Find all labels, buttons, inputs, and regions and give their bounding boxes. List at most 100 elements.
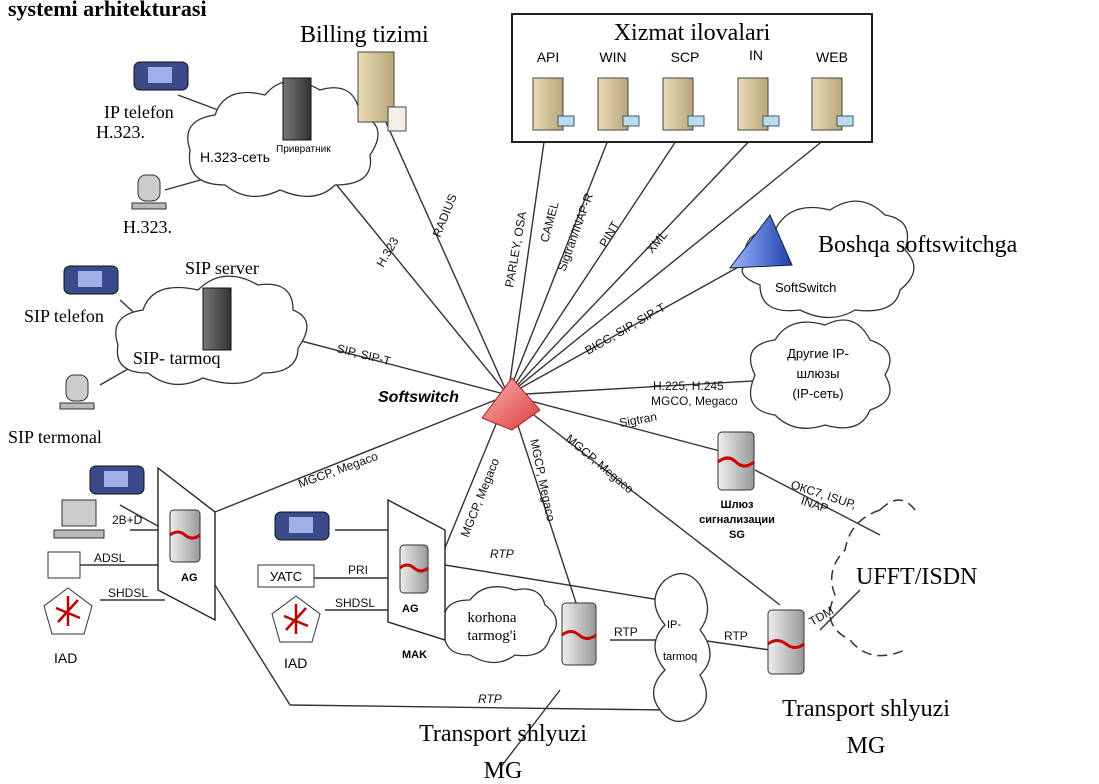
uatc-box	[257, 564, 315, 588]
link-label-tdm: TDM	[807, 603, 837, 628]
h323-pc-icon	[131, 174, 167, 210]
link-label-xml: XML	[644, 228, 671, 256]
links	[80, 94, 881, 769]
mak-label: MAK	[402, 649, 427, 661]
link-label-sigtran: Sigtran	[618, 410, 658, 430]
link-label-mgcp-ag2: MGCP, Megaco	[458, 456, 502, 539]
transport-gw-left-icon	[561, 602, 597, 666]
server-label-web: WEB	[816, 49, 848, 65]
sip-terminal-label: SIP termonal	[8, 427, 102, 447]
server-label-win: WIN	[599, 49, 626, 65]
link-label-pri: PRI	[348, 563, 368, 577]
sip-terminal-icon	[59, 374, 95, 410]
other-gw-line3: (IP-сеть)	[792, 386, 843, 401]
transport-gw-right-line2: MG	[847, 733, 886, 759]
service-box-title: Xizmat ilovalari	[614, 20, 771, 46]
link-label-sip: SIP, SIP-T	[335, 341, 393, 368]
ag1-label: AG	[181, 572, 198, 584]
link-label-bicc: BICC, SIP, SIP-T	[583, 300, 669, 358]
iad1-label: IAD	[54, 650, 77, 666]
sip-phone-icon	[63, 265, 119, 295]
other-gw-line2: шлюзы	[796, 366, 839, 381]
ip-net-line2: tarmoq	[663, 651, 697, 663]
softswitch-core-icon	[481, 377, 541, 431]
remote-softswitch-label: Boshqa softswitchga	[818, 232, 1018, 258]
pstn-cloud	[829, 499, 916, 657]
ip-phone-icon	[133, 61, 189, 91]
link-label-mgco: MGCO, Megaco	[651, 394, 738, 408]
link-label-rtp-top: RTP	[490, 547, 514, 561]
win-server	[597, 77, 640, 131]
transport-gw-right-line1: Transport shlyuzi	[782, 696, 950, 722]
link-label-2bd: 2B+D	[112, 513, 143, 527]
web-server	[811, 77, 854, 131]
gatekeeper-label: Привратник	[276, 144, 331, 155]
enterprise-cloud	[443, 586, 557, 664]
access-phone-icon-1	[89, 465, 145, 495]
sg-line3: SG	[729, 529, 745, 541]
ip-phone-proto: H.323.	[96, 122, 145, 142]
link-label-pint: PINT	[596, 218, 622, 249]
link-label-adsl: ADSL	[94, 551, 126, 565]
sip-network-label: SIP- tarmoq	[133, 348, 221, 368]
remote-softswitch-icon	[728, 214, 793, 269]
enterprise-line1: korhona	[467, 610, 516, 626]
link-label-shdsl1: SHDSL	[108, 586, 148, 600]
server-label-api: API	[537, 49, 560, 65]
link-label-rtp-mid: RTP	[614, 625, 638, 639]
sg-line2: сигнализации	[699, 514, 775, 526]
uatc-label: УАТС	[270, 569, 302, 584]
api-server	[532, 77, 575, 131]
in-server	[737, 77, 780, 131]
gatekeeper-icon	[282, 77, 312, 141]
ag2-frame	[387, 498, 446, 641]
iad1-icon	[43, 587, 93, 635]
link-label-h323: H.323	[373, 234, 401, 269]
adsl-modem-icon	[47, 551, 81, 579]
billing-label: Billing tizimi	[300, 22, 429, 48]
ip-net-line1: IP-	[667, 619, 681, 631]
sip-server-label: SIP server	[185, 258, 259, 278]
link-label-rtp-bottom: RTP	[478, 692, 502, 706]
signalling-gateway-icon	[717, 431, 755, 491]
sg-line1: Шлюз	[721, 499, 754, 511]
iad2-label: IAD	[284, 655, 307, 671]
other-gw-line1: Другие IP-	[787, 346, 849, 361]
transport-gw-left-line2: MG	[484, 758, 523, 784]
pstn-label: UFFT/ISDN	[856, 564, 977, 590]
other-gateways-cloud	[749, 319, 891, 429]
link-label-h225: H.225, H.245	[653, 379, 724, 393]
h323-network-label: H.323-сеть	[200, 149, 270, 165]
ag2-label: AG	[402, 603, 419, 615]
server-label-in: IN	[749, 47, 763, 63]
server-label-scp: SCP	[671, 49, 700, 65]
header-title-fragment: systemi arhitekturasi	[8, 0, 207, 21]
ag1-frame	[157, 466, 216, 622]
softswitch-core-label: Softswitch	[378, 389, 459, 406]
link-label-radius: RADIUS	[430, 192, 460, 239]
link-label-mgcp-mg1: MGCP, Megaco	[527, 438, 558, 523]
ip-phone-label: IP telefon	[104, 102, 174, 122]
scp-server	[662, 77, 705, 131]
link-label-shdsl2: SHDSL	[335, 596, 375, 610]
ip-cloud	[653, 573, 711, 722]
link-label-sigtran-inap: Sigtran/INAP-R	[555, 191, 596, 273]
sip-server-icon	[202, 287, 232, 351]
access-phone-icon-2	[274, 511, 330, 541]
h323-pc-label: H.323.	[123, 217, 172, 237]
link-label-mgcp-mg2: MGCP, Megaco	[563, 432, 636, 497]
link-label-rtp-right: RTP	[724, 629, 748, 643]
sip-phone-label: SIP telefon	[24, 306, 104, 326]
iad2-icon	[271, 595, 321, 643]
billing-server	[357, 51, 407, 132]
remote-softswitch-cloud-label: SoftSwitch	[775, 280, 836, 295]
app-servers: API WIN SCP IN WEB	[532, 47, 854, 131]
transport-gw-left-line1: Transport shlyuzi	[419, 721, 587, 747]
link-label-camel: CAMEL	[537, 200, 561, 244]
access-pc-icon	[53, 499, 105, 539]
enterprise-line2: tarmog'i	[467, 628, 516, 644]
transport-gw-right-icon	[767, 609, 805, 675]
softswitch-cloud	[741, 200, 915, 319]
